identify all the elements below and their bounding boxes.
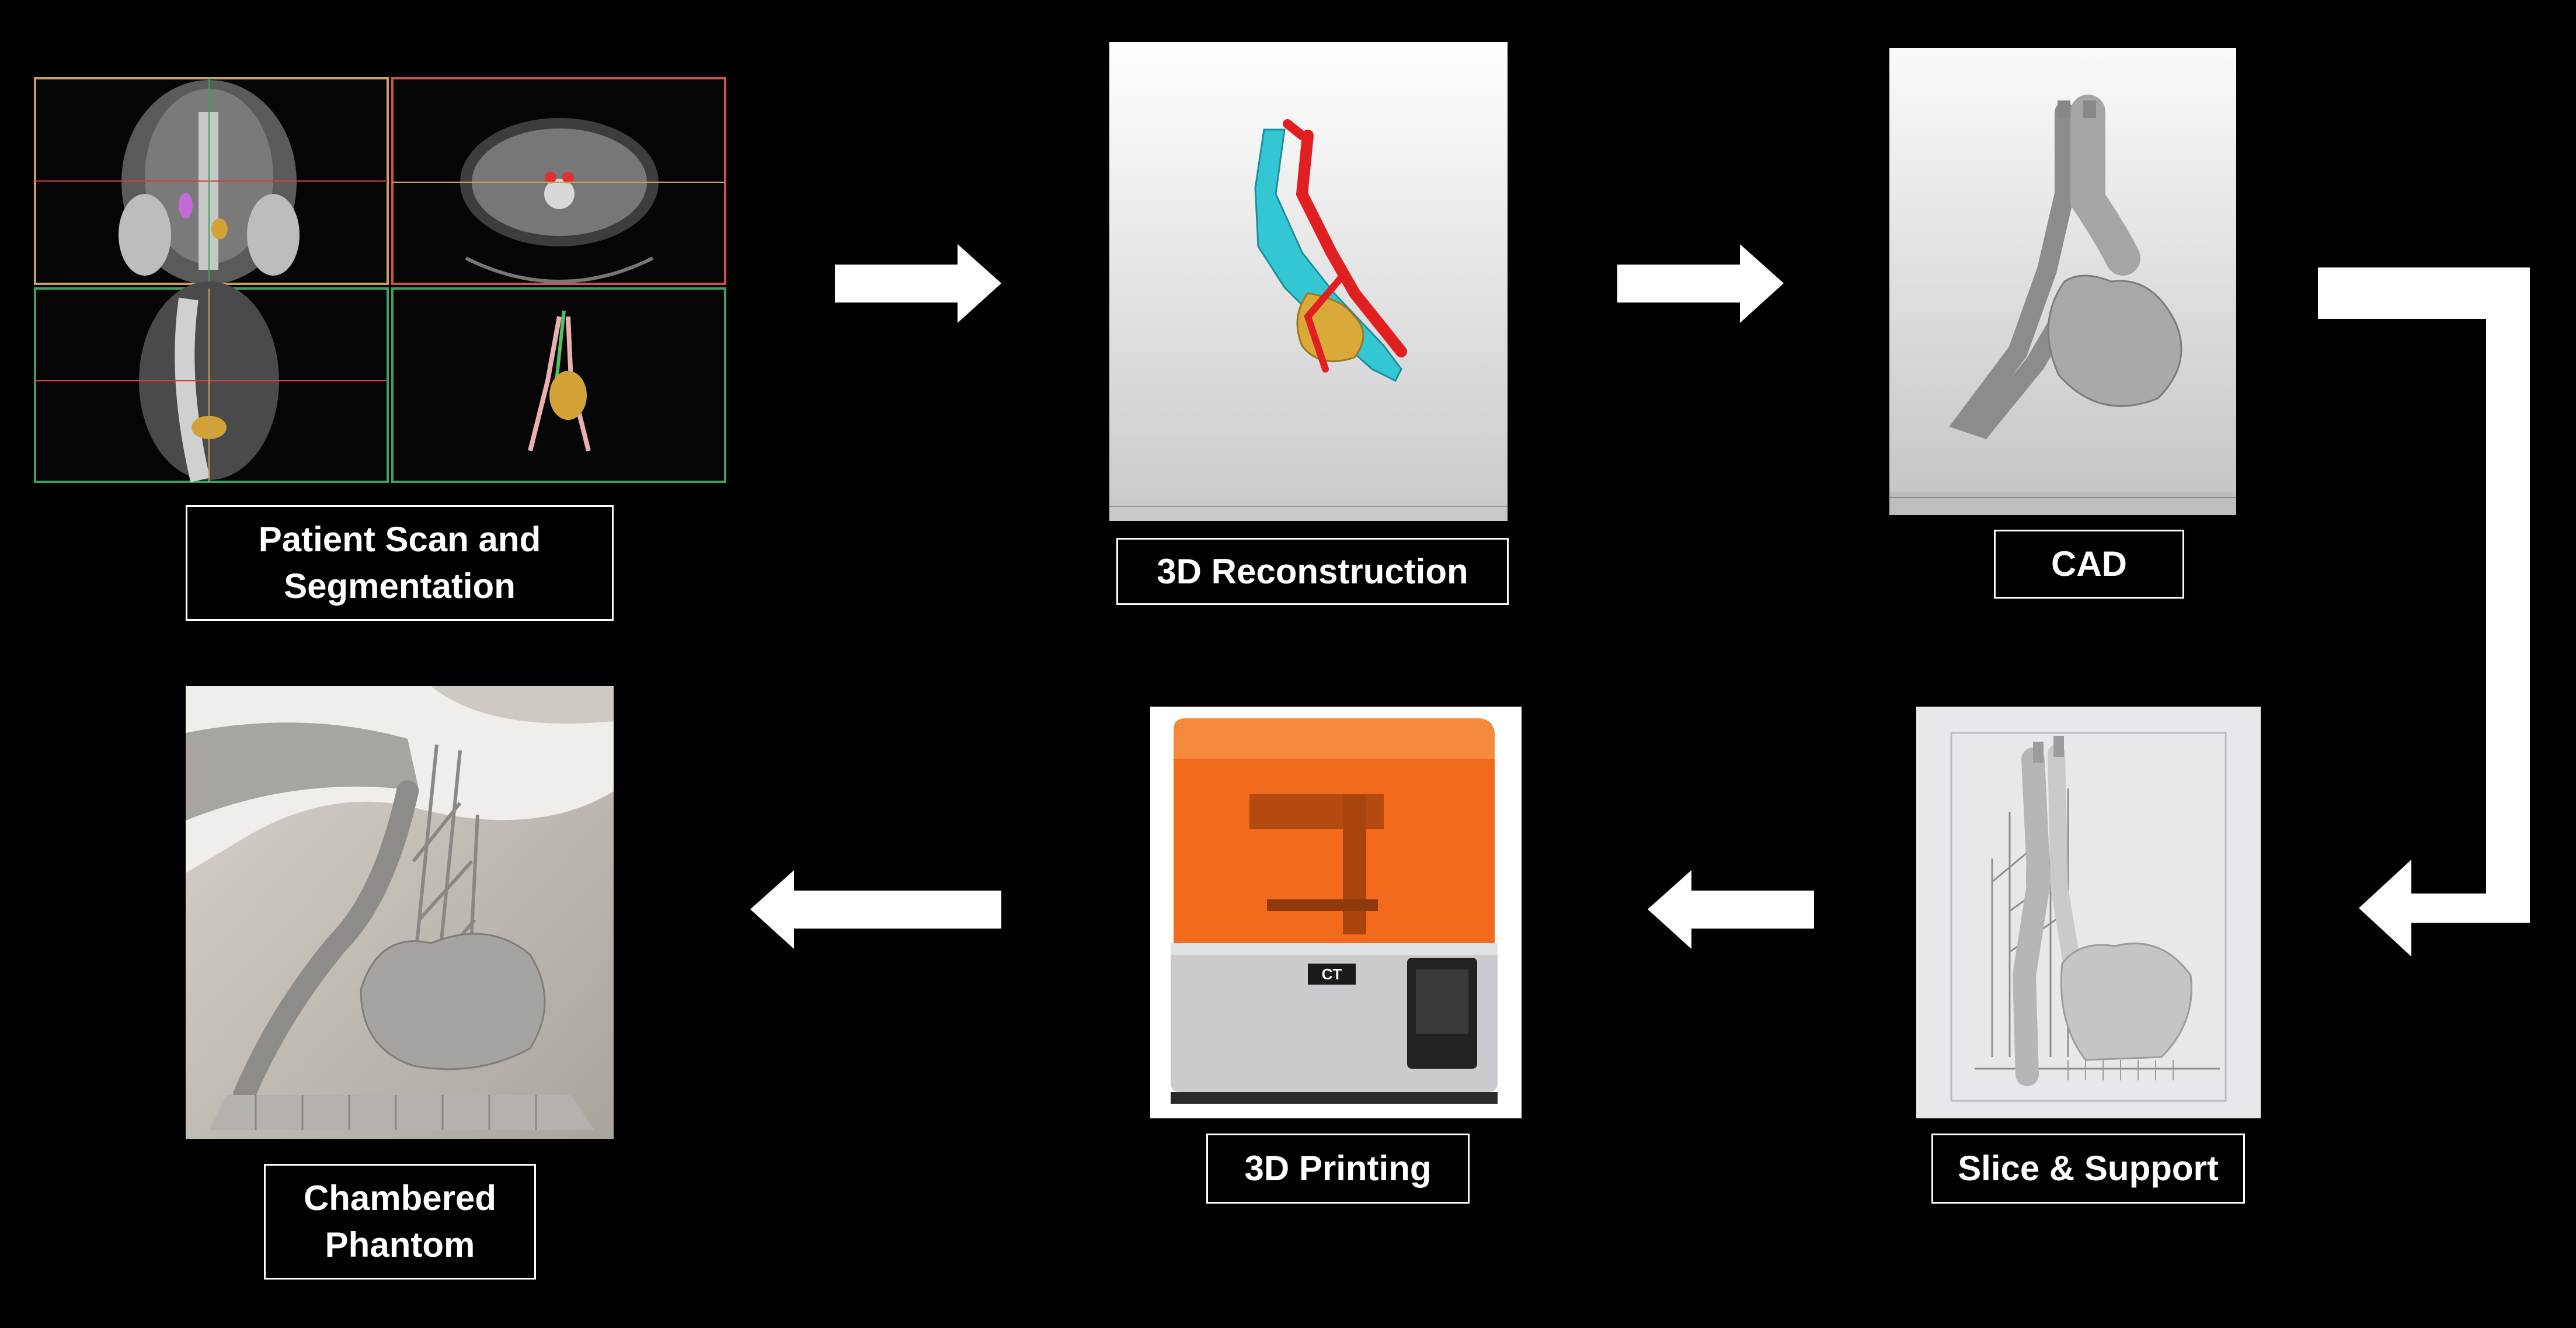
ct-scan-panel [34,77,727,483]
step-label-patient-scan: Patient Scan and Segmentation [186,505,614,621]
elbow-arrow-icon [2318,267,2530,957]
step-label-cad: CAD [1994,530,2184,599]
step-label-text: 3D Reconstruction [1157,551,1468,591]
printer-badge: CT [1322,965,1342,983]
step-label-line1: Chambered [303,1178,497,1218]
printer-photo: CT [1150,707,1522,1118]
step-label-text: CAD [2051,544,2127,583]
arrow-left-icon [750,870,1001,949]
step-label-3d-reconstruction: 3D Reconstruction [1116,538,1509,605]
step-label-line2: Phantom [325,1225,475,1264]
slice-support-render [1916,707,2261,1118]
arrow-right-icon [1617,244,1784,323]
cad-render [1889,48,2236,515]
reconstruction-render [1109,42,1508,521]
arrow-left-icon [1648,870,1814,949]
step-label-slice-support: Slice & Support [1931,1134,2245,1204]
step-label-text: Slice & Support [1958,1149,2219,1188]
step-label-chambered-phantom: Chambered Phantom [264,1164,536,1280]
arrow-right-icon [835,244,1001,323]
step-label-3d-printing: 3D Printing [1206,1134,1470,1204]
step-label-text: 3D Printing [1244,1149,1432,1188]
step-label-line2: Segmentation [284,566,516,606]
step-label-line1: Patient Scan and [258,520,541,559]
phantom-photo [186,686,614,1139]
